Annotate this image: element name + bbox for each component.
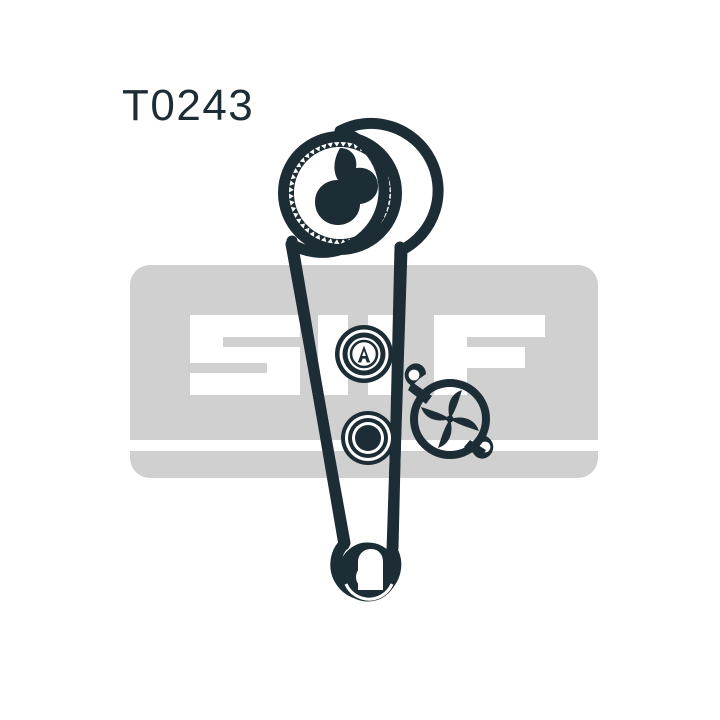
- belt-wrap-camshaft: [278, 131, 402, 255]
- crankshaft-sprocket: [343, 542, 394, 601]
- camshaft-boss: [316, 182, 358, 224]
- water-pump-bolt-hole-upper: [408, 369, 420, 381]
- belt-run-left: [286, 235, 350, 551]
- part-code-label: T0243: [122, 81, 255, 130]
- tensioner-pulley: [335, 325, 393, 383]
- camshaft-sprocket: [315, 148, 378, 225]
- water-pump: [404, 363, 494, 459]
- belt-teeth-camshaft: [288, 141, 392, 245]
- crankshaft-arc-highlight: [344, 583, 394, 601]
- tensioner-face: [347, 337, 381, 371]
- tensioner-letter-circle: [349, 339, 379, 369]
- idler-pulley: [341, 411, 395, 465]
- water-pump-impeller: [421, 390, 479, 448]
- crankshaft-hub-hole: [356, 565, 380, 589]
- belt-run-right: [387, 241, 406, 554]
- water-pump-body: [410, 379, 490, 459]
- idler-hub: [355, 425, 381, 451]
- water-pump-shaft: [446, 415, 454, 423]
- tensioner-letter-a: [357, 345, 371, 363]
